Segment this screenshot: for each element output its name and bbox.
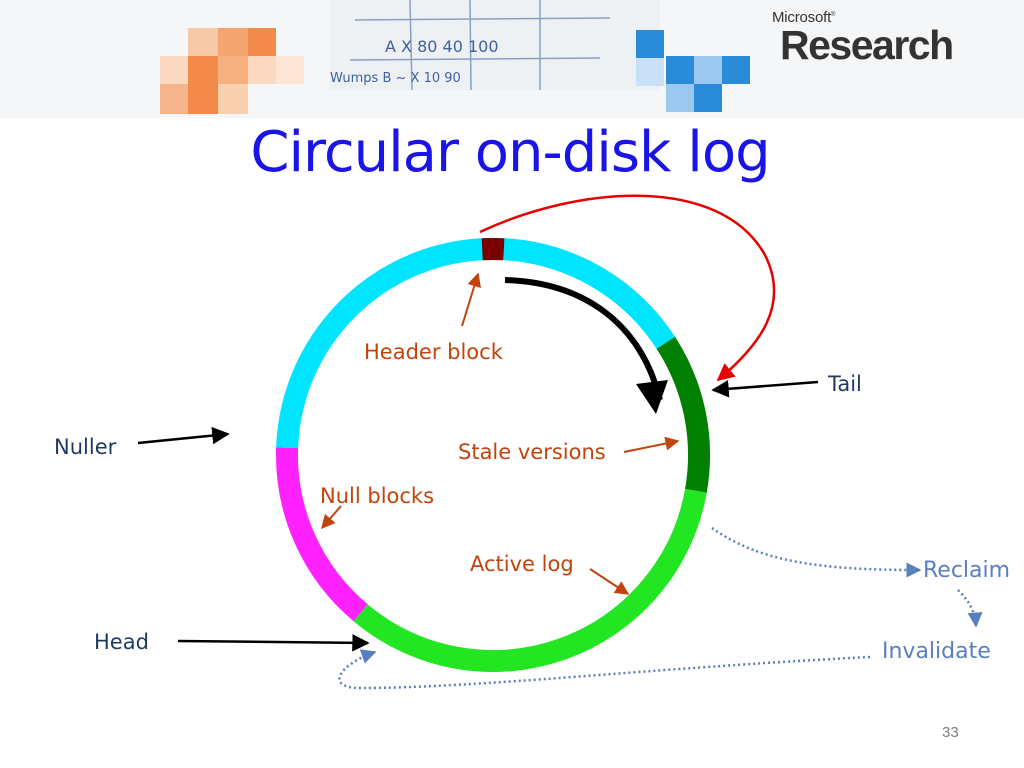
research-wordmark: Research [780, 22, 954, 68]
nuller-label: Nuller [54, 435, 117, 459]
log-direction-arrowhead [636, 380, 668, 414]
head-pointer-arrow [177, 634, 370, 652]
ring-segment-unused [276, 237, 676, 449]
wraparound-arrow [479, 194, 776, 382]
svg-text:Wumps B ~ X 10 90: Wumps B ~ X 10 90 [330, 71, 461, 86]
handwritten-table-image: A X 80 40 100 Wumps B ~ X 10 90 [330, 0, 611, 91]
active-log-callout-arrow [589, 568, 630, 595]
svg-text:A X 80 40 100: A X 80 40 100 [385, 37, 499, 56]
page-number: 33 [942, 724, 959, 741]
stale-versions-callout-arrow [623, 436, 680, 453]
tail-label: Tail [827, 372, 862, 396]
log-ring [276, 237, 711, 672]
ring-segment-active-log [353, 488, 707, 672]
active-log-label: Active log [470, 552, 574, 576]
head-label: Head [94, 630, 149, 654]
null-blocks-label: Null blocks [320, 484, 434, 508]
reclaim-flow-arrow [711, 526, 922, 578]
ring-segment-null-blocks [276, 447, 368, 622]
blue-pixel-decoration [636, 30, 750, 112]
header-banner: A X 80 40 100 Wumps B ~ X 10 90 [0, 0, 1024, 118]
slide-title: Circular on-disk log [250, 120, 770, 185]
microsoft-wordmark: Microsoft® [772, 9, 836, 26]
reclaim-label: Reclaim [923, 558, 1010, 583]
return-to-head-flow-arrow [338, 649, 871, 690]
ring-segment-stale-versions [656, 336, 711, 493]
orange-pixel-decoration [160, 28, 304, 114]
header-block-label: Header block [364, 340, 504, 364]
invalidate-label: Invalidate [882, 639, 991, 664]
null-blocks-callout-arrow [321, 505, 342, 530]
tail-pointer-arrow [711, 380, 819, 398]
invalidate-flow-arrow [957, 589, 983, 628]
nuller-pointer-arrow [137, 426, 230, 445]
header-block-callout-arrow [461, 272, 481, 327]
log-direction-arrow [504, 277, 663, 401]
stale-versions-label: Stale versions [458, 440, 606, 464]
